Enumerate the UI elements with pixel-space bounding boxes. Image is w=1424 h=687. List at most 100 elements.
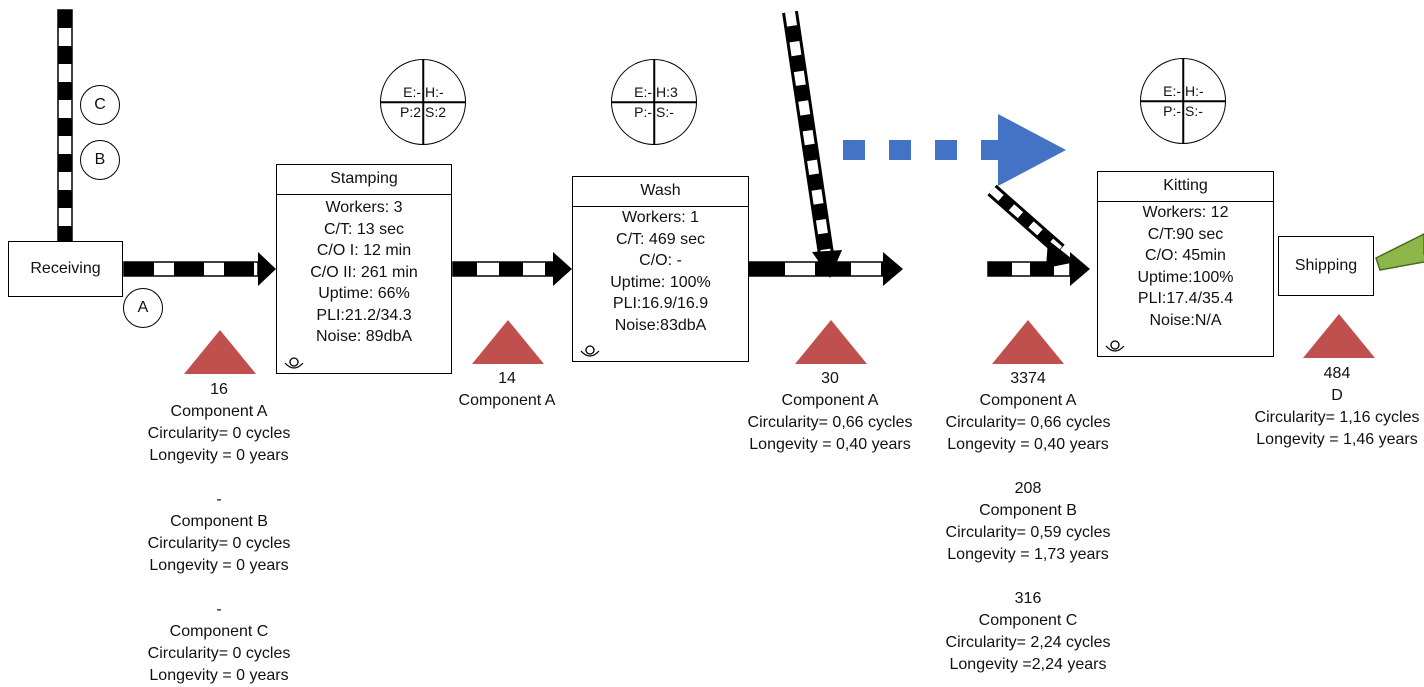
inventory-component: Component B	[979, 502, 1077, 519]
process-title: Stamping	[277, 165, 451, 195]
letter-c: C	[94, 96, 106, 113]
inventory-qty: 14	[498, 370, 516, 387]
process-line: Noise:N/A	[1149, 311, 1222, 329]
push-arrow-receiving-stamping	[123, 252, 276, 286]
push-arrow-stamping-wash	[452, 252, 572, 286]
process-line: PLI:21.2/34.3	[316, 306, 412, 324]
inventory-triangle-4	[992, 320, 1064, 364]
inventory-qty: 3374	[1010, 370, 1046, 387]
inventory-qty: 16	[210, 381, 228, 398]
inventory-longevity: Longevity = 0 years	[149, 667, 289, 684]
quad-e: E:-	[403, 84, 421, 100]
process-title: Wash	[573, 177, 748, 207]
quad-e: E:-	[634, 84, 652, 100]
inventory-longevity: Longevity = 1,73 years	[947, 546, 1109, 563]
inventory-longevity: Longevity = 0,40 years	[947, 436, 1109, 453]
shipping-label: Shipping	[1294, 257, 1358, 274]
inventory-triangle-5	[1303, 314, 1375, 358]
inventory-triangle-2	[472, 320, 544, 364]
inventory-component: Component A	[170, 403, 268, 420]
inventory-text-3: 30 Component A Circularity= 0,66 cycles …	[748, 368, 913, 456]
process-line: C/T:90 sec	[1147, 225, 1224, 243]
process-line: C/O: 45min	[1145, 247, 1226, 264]
process-line: Noise: 89dbA	[315, 328, 413, 345]
process-line: C/O I: 12 min	[316, 242, 412, 259]
inventory-qty: -	[216, 601, 222, 618]
process-line: PLI:17.4/35.4	[1137, 290, 1234, 307]
process-line: Workers: 12	[1142, 204, 1229, 221]
push-arrow-receiving-in	[57, 9, 73, 243]
inventory-circularity: Circularity= 0,66 cycles	[945, 414, 1111, 431]
process-line: C/O II: 261 min	[310, 263, 418, 281]
inventory-circularity: Circularity= 0,66 cycles	[747, 414, 913, 431]
letter-b: B	[94, 151, 106, 168]
quad-h: H:-	[1185, 83, 1204, 99]
process-line: C/O: -	[639, 252, 682, 269]
operator-icon	[1105, 340, 1125, 352]
inventory-qty: -	[216, 491, 222, 508]
inventory-qty: 484	[1323, 365, 1351, 382]
letter-a-circle: A	[123, 288, 163, 328]
inventory-qty: 30	[821, 370, 839, 387]
inventory-component: Component A	[458, 392, 556, 409]
process-line: Uptime: 100%	[610, 273, 711, 291]
letter-c-circle: C	[80, 85, 120, 125]
inventory-text-4: 3374 Component A Circularity= 0,66 cycle…	[946, 368, 1111, 676]
process-line: Uptime: 66%	[318, 285, 410, 302]
quad-h: H:3	[656, 84, 678, 100]
inventory-component: D	[1331, 387, 1343, 404]
quad-s: S:-	[1185, 103, 1203, 119]
push-arrow-wash-out	[748, 252, 903, 286]
process-line: Workers: 1	[621, 209, 700, 226]
quad-h: H:-	[425, 84, 444, 100]
process-line: Workers: 3	[325, 199, 403, 216]
inventory-circularity: Circularity= 2,24 cycles	[945, 634, 1111, 651]
inventory-qty: 316	[1014, 590, 1042, 607]
receiving-box: Receiving	[8, 241, 123, 297]
inventory-component: Component A	[781, 392, 879, 409]
quad-p: P:-	[634, 104, 652, 120]
inventory-longevity: Longevity = 0,40 years	[749, 436, 911, 453]
process-line: Noise:83dbA	[614, 316, 707, 334]
process-line: C/T: 13 sec	[323, 220, 405, 238]
process-box-wash: Wash Workers: 1 C/T: 469 sec C/O: - Upti…	[572, 176, 749, 362]
quad-p: P:2	[399, 104, 421, 120]
inventory-triangle-3	[795, 320, 867, 364]
process-line: Uptime:100%	[1137, 268, 1234, 286]
inventory-circularity: Circularity= 0 cycles	[147, 535, 291, 552]
inventory-component: Component C	[978, 612, 1078, 629]
inventory-longevity: Longevity =2,24 years	[949, 656, 1107, 673]
inventory-circularity: Circularity= 0 cycles	[147, 645, 291, 662]
quad-e: E:-	[1163, 83, 1181, 99]
process-line: C/T: 469 sec	[616, 230, 705, 248]
inventory-longevity: Longevity = 0 years	[149, 447, 289, 464]
letter-b-circle: B	[80, 140, 120, 180]
inventory-component: Component A	[979, 392, 1077, 409]
quad-s: S:-	[656, 104, 674, 120]
quad-p: P:-	[1163, 103, 1181, 119]
quad-s: S:2	[425, 104, 447, 120]
inventory-longevity: Longevity = 0 years	[149, 557, 289, 574]
inventory-triangle-1	[184, 330, 256, 374]
inventory-circularity: Circularity= 1,16 cycles	[1254, 409, 1420, 426]
receiving-label: Receiving	[30, 260, 101, 277]
process-line: PLI:16.9/16.9	[612, 295, 709, 312]
process-title: Kitting	[1098, 172, 1273, 202]
quad-circle-kitting: E:- H:- P:- S:-	[1140, 58, 1226, 144]
shipping-box: Shipping	[1278, 236, 1374, 296]
operator-icon	[580, 345, 600, 357]
letter-a: A	[137, 299, 149, 316]
inventory-qty: 208	[1014, 480, 1042, 497]
quad-circle-stamping: E:- H:- P:2 S:2	[380, 59, 466, 145]
process-box-stamping: Stamping Workers: 3 C/T: 13 sec C/O I: 1…	[276, 164, 452, 374]
inventory-longevity: Longevity = 1,46 years	[1256, 431, 1418, 448]
inventory-component: Component C	[169, 623, 269, 640]
push-arrow-kitting-in	[987, 184, 1090, 286]
quad-circle-wash: E:- H:3 P:- S:-	[611, 59, 697, 145]
operator-icon	[284, 357, 304, 369]
inventory-text-1: 16 Component A Circularity= 0 cycles Lon…	[148, 379, 291, 687]
process-box-kitting: Kitting Workers: 12 C/T:90 sec C/O: 45mi…	[1097, 171, 1274, 357]
inventory-circularity: Circularity= 0 cycles	[147, 425, 291, 442]
pull-arrow	[843, 114, 1066, 186]
